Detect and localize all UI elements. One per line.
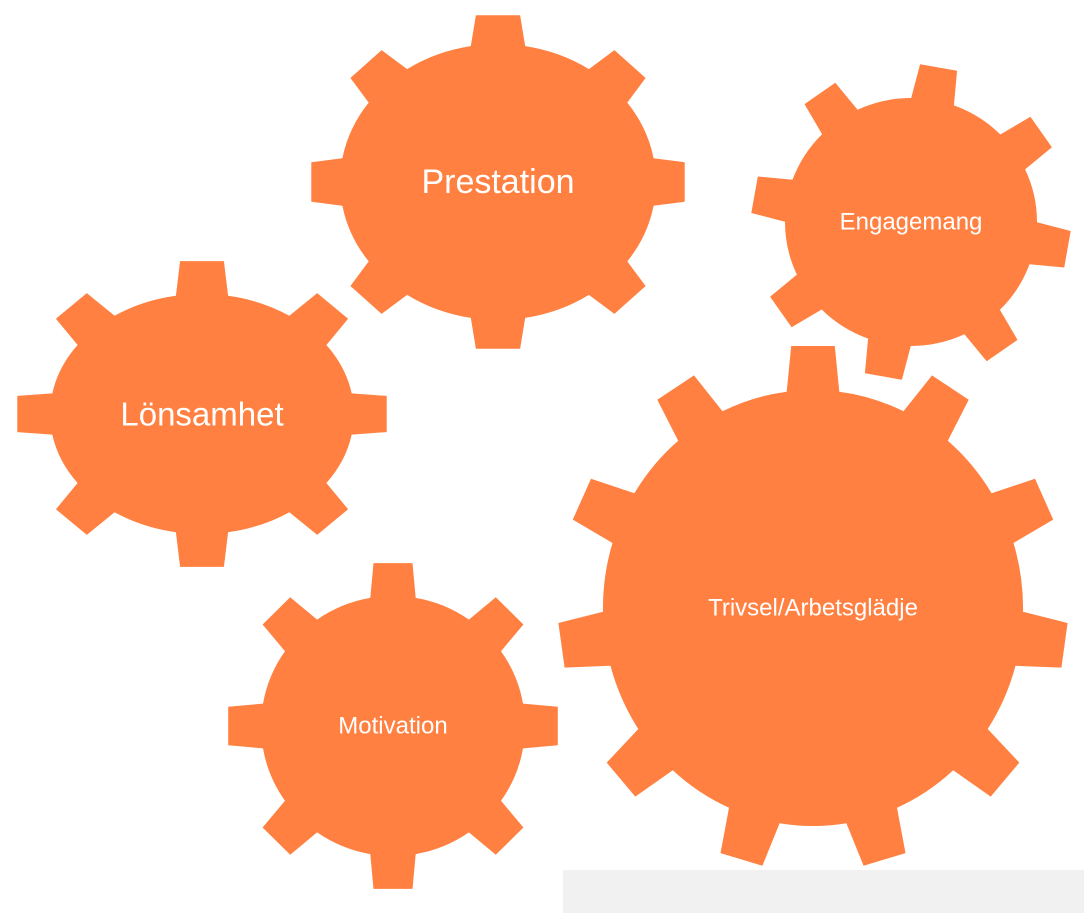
gear-trivsel: Trivsel/Arbetsglädje [558, 346, 1068, 866]
gear-shape-lonsamhet [17, 261, 387, 567]
gear-lonsamhet: Lönsamhet [17, 261, 387, 567]
gear-label-lonsamhet: Lönsamhet [120, 396, 283, 433]
gear-label-trivsel: Trivsel/Arbetsglädje [708, 595, 918, 622]
gear-shape-trivsel [558, 346, 1068, 866]
gear-label-motivation: Motivation [338, 713, 447, 740]
gear-prestation: Prestation [311, 15, 685, 349]
gear-shape-engagemang [751, 64, 1071, 380]
gear-shape-motivation [228, 563, 558, 889]
corner-strip [563, 870, 1084, 913]
gear-label-prestation: Prestation [421, 163, 574, 201]
gear-label-engagemang: Engagemang [840, 209, 983, 236]
gear-motivation: Motivation [228, 563, 558, 889]
gear-engagemang: Engagemang [751, 64, 1071, 380]
gear-shape-prestation [311, 15, 685, 349]
